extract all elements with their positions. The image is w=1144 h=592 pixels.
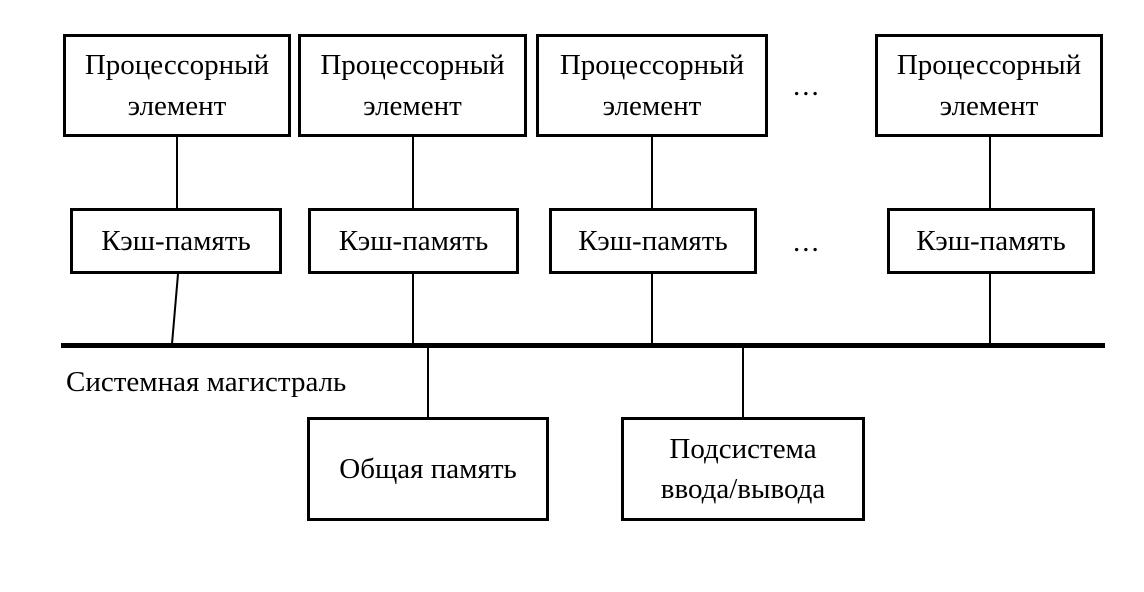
processor-element-box-4: Процессорный элемент [875,34,1103,137]
system-bus-label: Системная магистраль [66,366,347,398]
io-subsystem-box: Подсистема ввода/вывода [621,417,865,521]
ellipsis-cache-row: ... [793,226,821,258]
ellipsis-processor-row: ... [793,70,821,102]
processor-element-box-3: Процессорный элемент [536,34,768,137]
cache-memory-box-1: Кэш-память [70,208,282,274]
cache-memory-box-3: Кэш-память [549,208,757,274]
cache-memory-box-2: Кэш-память [308,208,519,274]
cache-memory-box-4: Кэш-память [887,208,1095,274]
system-bus-line [61,343,1105,348]
connector-cache1-bus [171,273,179,345]
shared-memory-box: Общая память [307,417,549,521]
processor-element-box-2: Процессорный элемент [298,34,527,137]
processor-element-box-1: Процессорный элемент [63,34,291,137]
